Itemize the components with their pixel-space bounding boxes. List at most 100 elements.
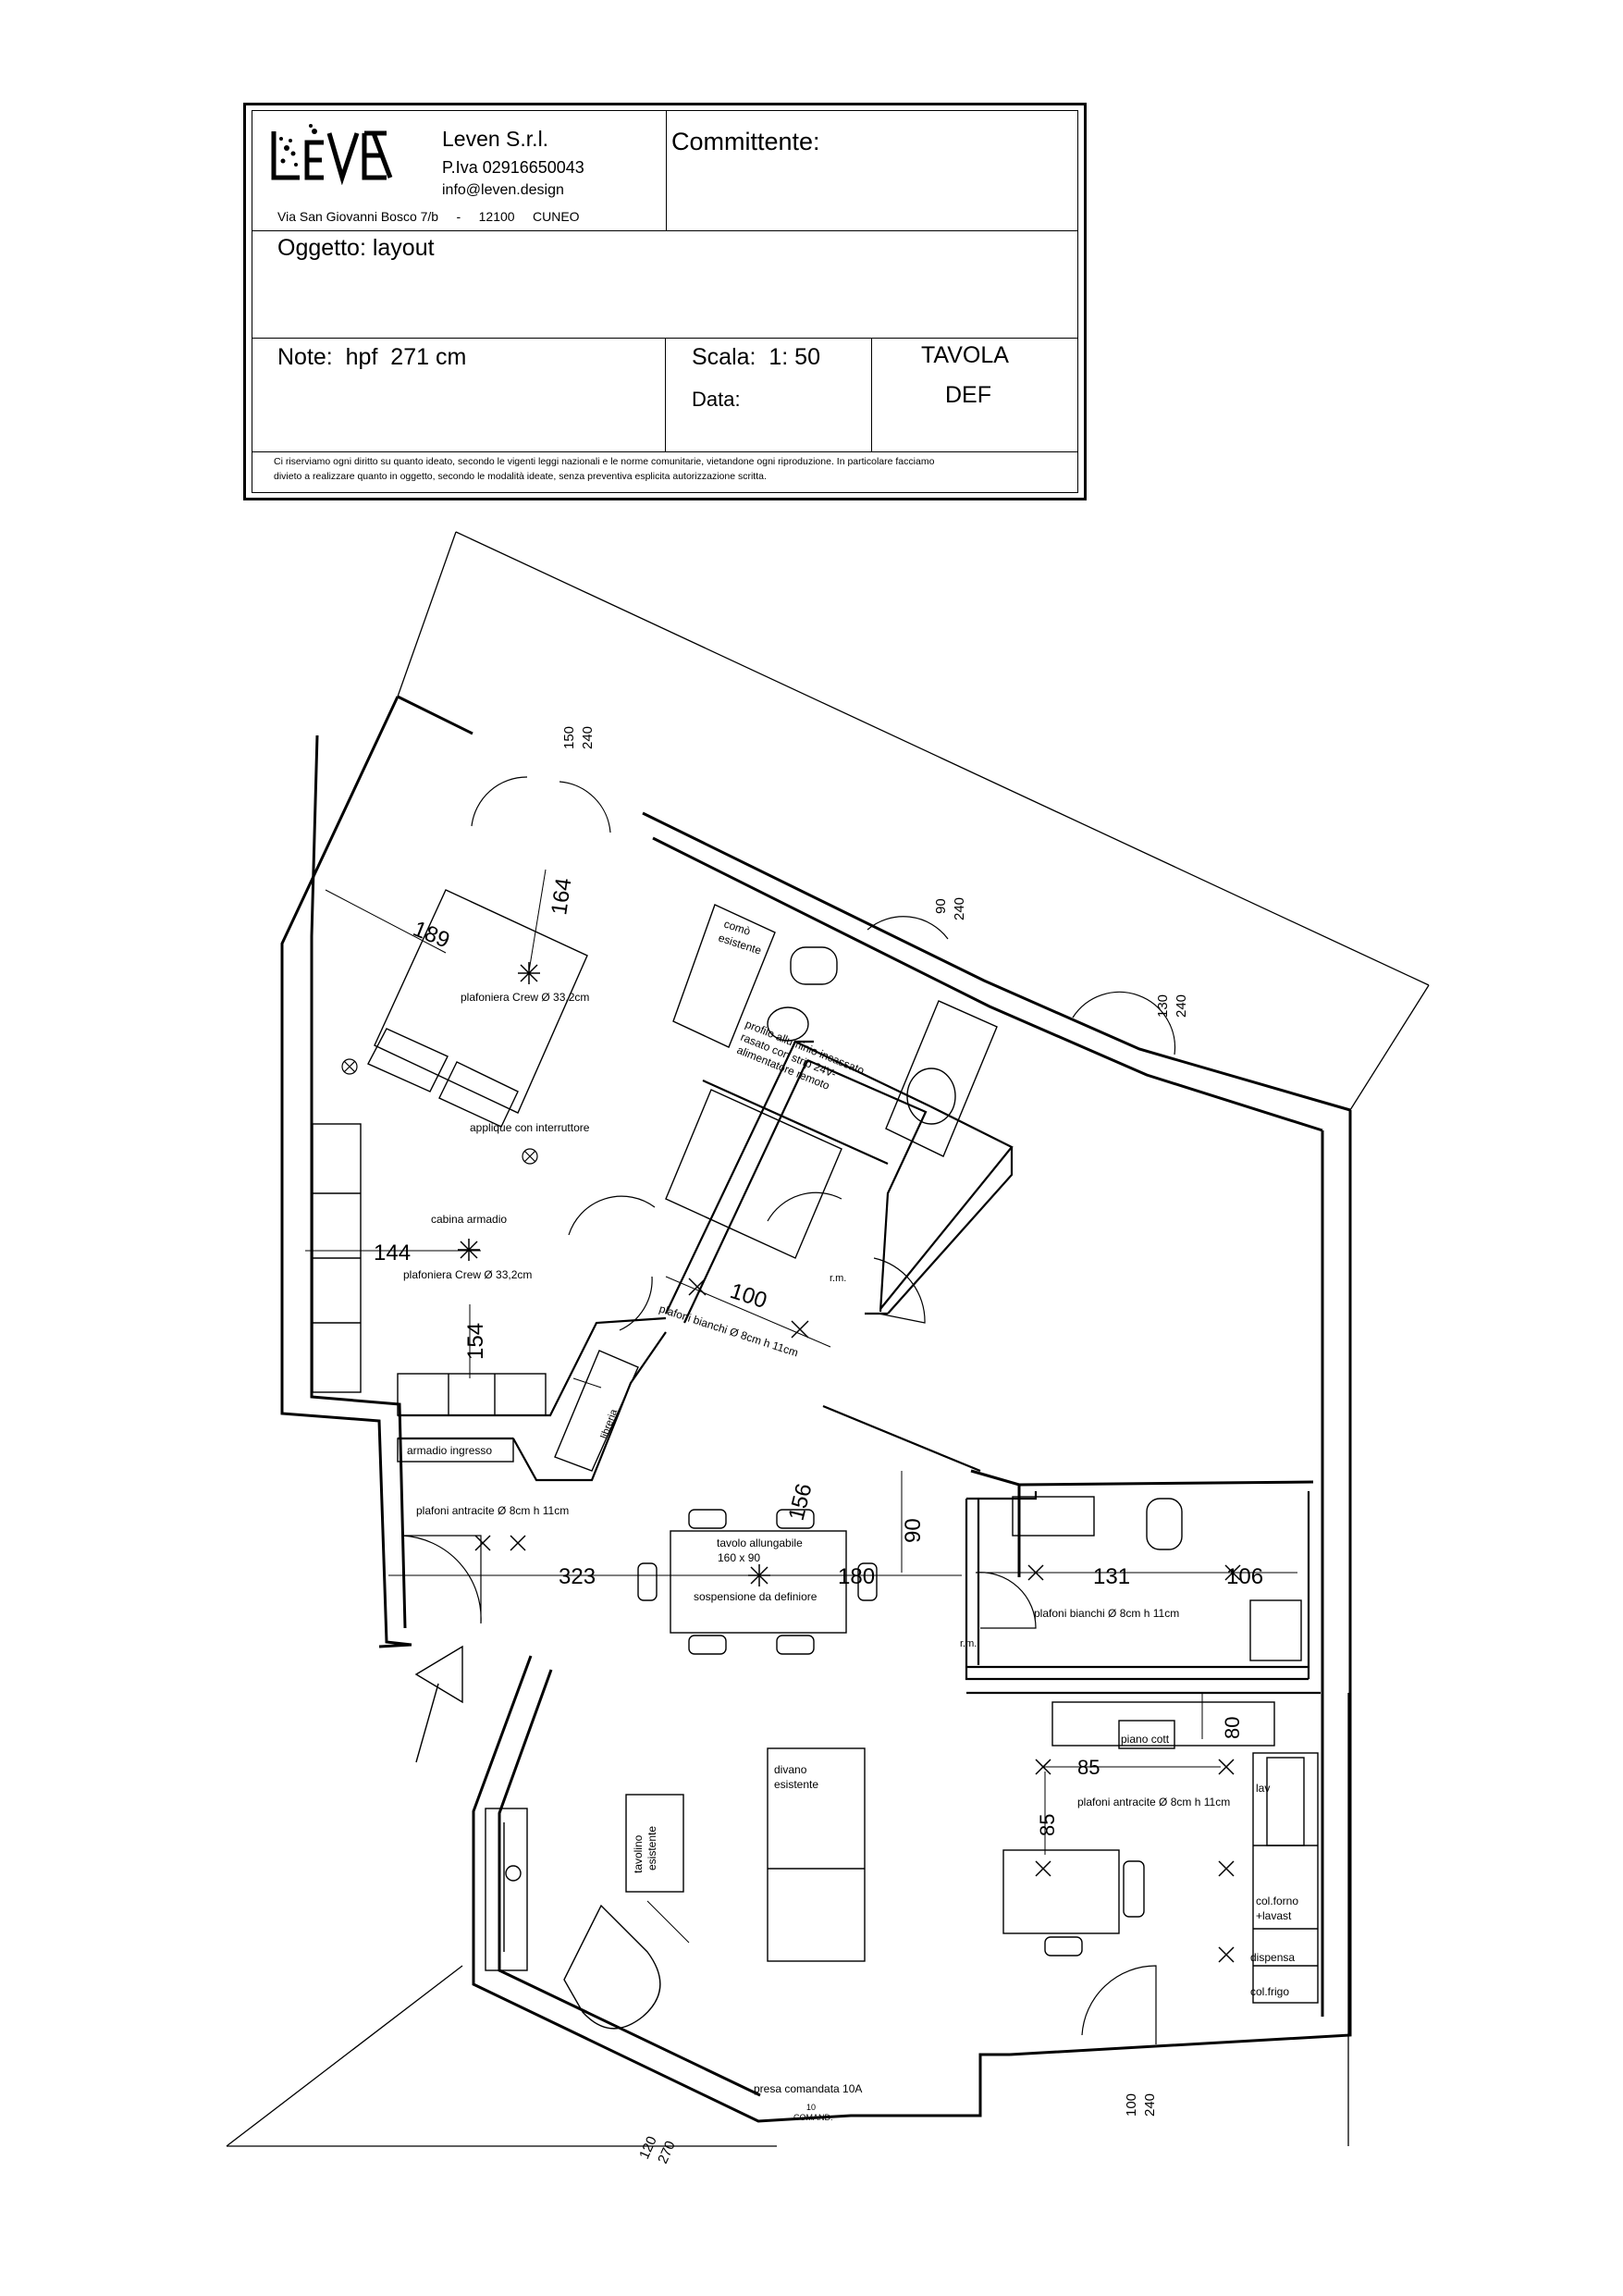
tall-units xyxy=(1252,1752,1319,2004)
scale-label: Scala: 1: 50 xyxy=(692,344,820,370)
bed-pillow-2 xyxy=(438,1061,519,1128)
label-applique: applique con interruttore xyxy=(470,1121,590,1134)
label-rm-1: r.m. xyxy=(830,1273,846,1284)
dim-win4-b: 240 xyxy=(1142,2093,1158,2117)
label-coffee-1: tavolino xyxy=(632,1834,645,1873)
label-lav: lav xyxy=(1256,1782,1270,1795)
company-email: info@leven.design xyxy=(442,182,564,198)
date-label: Data: xyxy=(692,388,741,411)
dim-win3-b: 240 xyxy=(1174,994,1189,1018)
wardrobe-bottom xyxy=(397,1373,547,1416)
dim-win3-a: 130 xyxy=(1155,994,1171,1018)
ceiling-lights xyxy=(458,962,1241,1963)
bath2-sink xyxy=(1012,1496,1095,1537)
dim-bath2-r: 106 xyxy=(1226,1564,1263,1589)
kitchen-counter xyxy=(1051,1701,1275,1747)
sheet-cell xyxy=(871,338,1078,452)
dim-kitchen-x: 85 xyxy=(1077,1756,1100,1779)
label-comand: COMAND. xyxy=(793,2113,833,2122)
label-socket: presa comandata 10A xyxy=(754,2082,862,2095)
client-label: Committente: xyxy=(671,128,820,155)
label-anthracite-2: plafoni antracite Ø 8cm h 11cm xyxy=(1077,1796,1230,1808)
label-ceiling-crew-2: plafoniera Crew Ø 33,2cm xyxy=(403,1268,532,1281)
disclaimer-line-1: Ci riserviamo ogni diritto su quanto ide… xyxy=(274,456,935,467)
dim-win1-b: 240 xyxy=(580,726,596,749)
label-anthracite-1: plafoni antracite Ø 8cm h 11cm xyxy=(416,1504,569,1517)
label-hob: piano cott xyxy=(1121,1733,1170,1746)
company-address: Via San Giovanni Bosco 7/b - 12100 CUNEO xyxy=(277,209,580,224)
label-sofa-1: divano xyxy=(774,1763,807,1776)
dining-table xyxy=(670,1530,847,1634)
sheet-label: TAVOLA xyxy=(921,342,1009,368)
dim-corridor: 100 xyxy=(727,1278,769,1314)
dim-living-w: 323 xyxy=(559,1564,596,1589)
dimension-labels: 150 240 90 240 130 240 189 164 144 154 1… xyxy=(374,726,1263,2166)
bidet-1 xyxy=(767,1006,809,1042)
dim-win2-b: 240 xyxy=(952,897,967,920)
title-block xyxy=(243,103,1087,500)
dim-bed-w: 189 xyxy=(410,917,453,954)
dim-wardrobe-h: 154 xyxy=(463,1323,488,1360)
label-coffee-2: esistente xyxy=(646,1826,658,1870)
label-armadio: armadio ingresso xyxy=(407,1444,492,1457)
bookshelf xyxy=(554,1350,639,1472)
company-vat: P.Iva 02916650043 xyxy=(442,158,584,177)
label-rm-2: r.m. xyxy=(960,1638,977,1649)
company-name: Leven S.r.l. xyxy=(442,127,549,151)
dim-kitchen-gap: 80 xyxy=(1221,1717,1244,1739)
dim-bed-h: 164 xyxy=(547,876,576,916)
label-wardrobe-room: cabina armadio xyxy=(431,1213,507,1226)
sheet-value: DEF xyxy=(945,382,991,408)
shower xyxy=(665,1089,842,1259)
dim-table-gap: 180 xyxy=(838,1564,875,1589)
label-fridge: col.frigo xyxy=(1250,1985,1289,1998)
doors xyxy=(401,776,1176,2044)
bath2-tub xyxy=(1249,1599,1302,1661)
site-lines xyxy=(226,531,1430,2147)
dim-win2-a: 90 xyxy=(933,898,949,914)
toilet-1 xyxy=(790,946,838,985)
coffee-table xyxy=(625,1794,684,1893)
label-white-ceiling-2: plafoni bianchi Ø 8cm h 11cm xyxy=(1034,1607,1179,1620)
hob xyxy=(1118,1720,1175,1749)
furniture xyxy=(312,889,1319,2030)
label-libreria: libreria xyxy=(599,1407,621,1440)
dim-wardrobe-w: 144 xyxy=(374,1241,411,1265)
entrance-arrow xyxy=(414,1645,463,1704)
label-table-2: 160 x 90 xyxy=(718,1551,760,1564)
kitchen-table xyxy=(1002,1849,1120,1934)
entry-wardrobe xyxy=(397,1438,514,1463)
label-white-ceiling-1: plafoni bianchi Ø 8cm h 11cm xyxy=(658,1302,800,1360)
dim-passage: 90 xyxy=(901,1518,926,1543)
dim-win4-a: 100 xyxy=(1124,2093,1139,2117)
notes-label: Note: hpf 271 cm xyxy=(277,344,467,370)
label-comand-number: 10 xyxy=(806,2103,816,2112)
plan-labels: comò esistente plafoniera Crew Ø 33,2cm … xyxy=(403,918,1298,2122)
interior-walls xyxy=(398,1040,1321,1695)
label-table-1: tavolo allungabile xyxy=(717,1537,803,1549)
label-oven-1: col.forno xyxy=(1256,1895,1298,1907)
dim-win1-a: 150 xyxy=(561,726,577,749)
exterior-walls xyxy=(280,695,1352,2123)
dim-table-h: 156 xyxy=(784,1481,818,1523)
label-suspension: sospensione da definiore xyxy=(694,1590,818,1603)
label-oven-2: +lavast xyxy=(1256,1909,1292,1922)
disclaimer-line-2: divieto a realizzare quanto in oggetto, … xyxy=(274,471,767,482)
dim-kitchen-y: 85 xyxy=(1036,1814,1059,1836)
leven-logo xyxy=(271,124,393,185)
armchair xyxy=(563,1904,661,2030)
sofa xyxy=(767,1747,866,1962)
dresser xyxy=(672,904,776,1048)
tv-stand xyxy=(485,1808,528,1971)
label-ceiling-crew-1: plafoniera Crew Ø 33,2cm xyxy=(461,991,589,1004)
bathtub xyxy=(885,1000,998,1157)
toilet-2 xyxy=(1146,1498,1183,1550)
label-pantry: dispensa xyxy=(1250,1951,1295,1964)
dimension-lines xyxy=(305,869,1297,1944)
applique-markers xyxy=(341,1058,538,1165)
object-label: Oggetto: layout xyxy=(277,235,435,261)
bed-pillow-1 xyxy=(367,1028,449,1092)
label-sofa-2: esistente xyxy=(774,1778,818,1791)
bed xyxy=(374,889,588,1114)
